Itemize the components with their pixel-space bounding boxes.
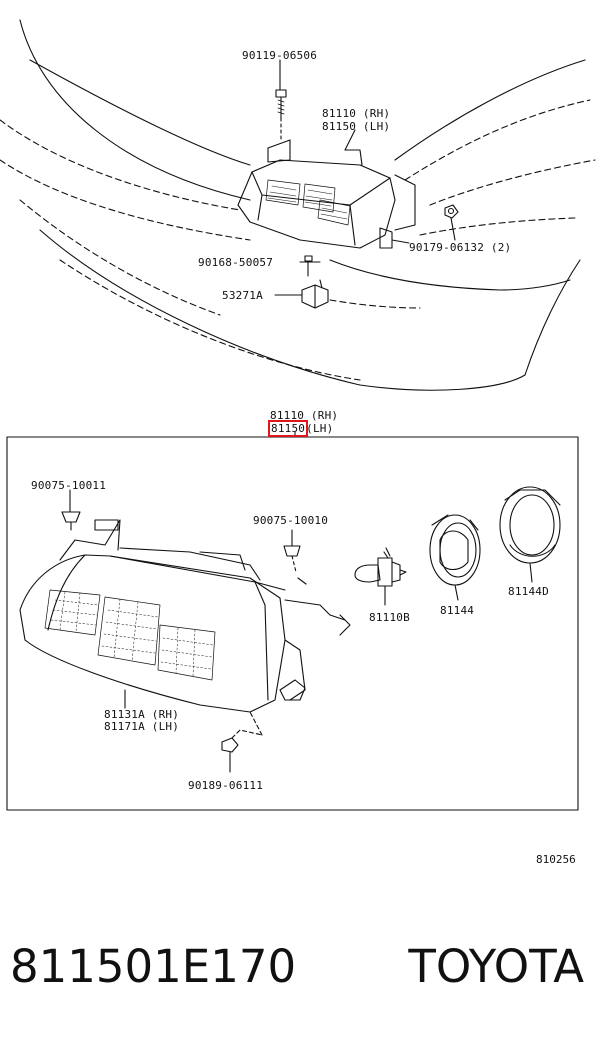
callout-bulb: 81110B xyxy=(369,611,410,624)
footer: 811501E170 TOYOTA xyxy=(10,940,590,1000)
highlighted-part-number: 81150 xyxy=(267,420,309,437)
detail-title-rh: 81110 (RH) xyxy=(270,409,339,422)
callout-unit-rh: 81131A (RH) xyxy=(104,708,180,721)
callout-unit-lh: 81171A (LH) xyxy=(104,720,180,733)
nut-icon xyxy=(444,204,459,241)
headlamp-assembly-top xyxy=(237,139,416,249)
headlamp-unit-detail xyxy=(19,519,351,713)
callout-clip-right: 90075-10010 xyxy=(253,514,329,527)
bolt-icon xyxy=(275,59,287,141)
part-number: 811501E170 xyxy=(10,940,297,993)
callout-clip-left: 90075-10011 xyxy=(31,479,107,492)
callout-screw: 90168-50057 xyxy=(198,256,274,269)
clip-left-icon xyxy=(61,489,81,531)
detail-title-lh: 81150(LH) xyxy=(267,420,334,437)
callout-cover: 81144D xyxy=(508,585,549,598)
callout-nut: 90179-06132 (2) xyxy=(409,241,512,254)
figure-number: 810256 xyxy=(536,853,576,866)
detail-title-lh-suffix: (LH) xyxy=(306,422,334,435)
bulb-icon xyxy=(354,547,407,606)
detail-frame xyxy=(6,436,579,811)
screw-icon xyxy=(299,255,321,277)
callout-grommet: 90189-06111 xyxy=(188,779,264,792)
callout-headlamp-lh: 81150 (LH) xyxy=(322,120,391,133)
grommet-icon xyxy=(221,711,263,773)
clip-right-icon xyxy=(283,529,307,585)
brand-name: TOYOTA xyxy=(408,940,584,993)
callout-headlamp-rh: 81110 (RH) xyxy=(322,107,391,120)
dust-cover-icon xyxy=(499,486,561,583)
callout-socket: 81144 xyxy=(440,604,475,617)
socket-icon xyxy=(429,514,481,601)
bracket-icon xyxy=(274,279,329,309)
callout-bracket: 53271A xyxy=(222,289,263,302)
vehicle-body-outline xyxy=(0,19,596,391)
callout-bolt: 90119-06506 xyxy=(242,49,318,62)
